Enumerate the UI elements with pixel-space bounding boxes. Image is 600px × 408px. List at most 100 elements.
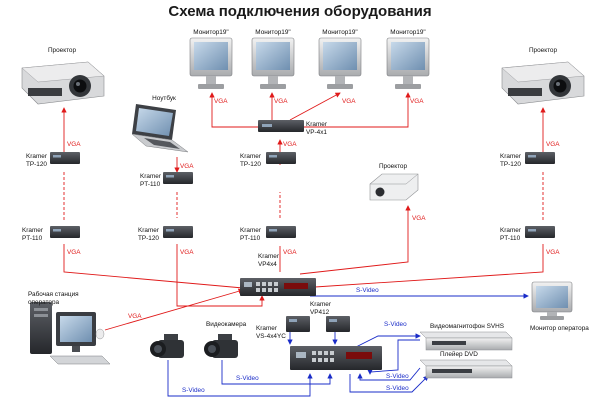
svideo-line bbox=[349, 374, 429, 393]
label-vga: VGA bbox=[214, 98, 228, 105]
label-vga: VGA bbox=[128, 313, 142, 320]
label-kramer: Kramer bbox=[500, 153, 522, 160]
label-notebook: Ноутбук bbox=[152, 94, 176, 102]
label-kramer: Kramer bbox=[310, 301, 332, 308]
label-monitor-2: Монитор19" bbox=[255, 29, 290, 36]
label-vp4x1: VP-4x1 bbox=[306, 129, 327, 136]
label-monitor-1: Монитор19" bbox=[193, 29, 228, 36]
label-svideo: S-Video bbox=[356, 287, 379, 294]
projector-left bbox=[21, 61, 105, 105]
vga-line bbox=[314, 244, 544, 288]
label-kramer: Kramer bbox=[26, 153, 48, 160]
diagram-title: Схема подключения оборудования bbox=[168, 3, 431, 20]
label-tp120: TP-120 bbox=[500, 161, 521, 168]
kramer-vp4x1-panel bbox=[262, 124, 272, 127]
label-workstation-1: Рабочая станция bbox=[28, 290, 79, 298]
label-vga: VGA bbox=[180, 249, 194, 256]
label-kramer: Kramer bbox=[138, 227, 160, 234]
label-kramer: Kramer bbox=[22, 227, 44, 234]
label-vga: VGA bbox=[412, 215, 426, 222]
label-dvd: Плейер DVD bbox=[440, 350, 478, 358]
kramer-vp4x4 bbox=[240, 278, 316, 296]
tp120-left bbox=[50, 152, 80, 164]
pt110-right bbox=[525, 226, 555, 238]
label-vga: VGA bbox=[274, 98, 288, 105]
label-tp120: TP-120 bbox=[240, 161, 261, 168]
label-monitor-4: Монитор19" bbox=[390, 29, 425, 36]
kramer-vs4x4yc bbox=[290, 346, 382, 370]
label-kramer: Kramer bbox=[258, 253, 280, 260]
label-vga: VGA bbox=[67, 141, 81, 148]
vga-line bbox=[63, 244, 244, 289]
label-pt110: PT-110 bbox=[240, 235, 261, 242]
vga-line bbox=[104, 288, 244, 331]
svideo-lines bbox=[167, 293, 529, 397]
label-vga: VGA bbox=[342, 98, 356, 105]
label-svideo: S-Video bbox=[236, 375, 259, 382]
label-vga: VGA bbox=[180, 163, 194, 170]
label-svideo: S-Video bbox=[386, 385, 409, 392]
label-projector-small: Проектор bbox=[379, 163, 408, 170]
svideo-line bbox=[367, 339, 420, 375]
label-vga: VGA bbox=[546, 249, 560, 256]
vga-line bbox=[176, 244, 265, 307]
label-projector-right: Проектор bbox=[529, 47, 558, 54]
label-vs4x4yc: VS-4x4YC bbox=[256, 333, 286, 340]
svideo-line bbox=[357, 367, 421, 381]
kramer-vp4x1 bbox=[258, 120, 304, 132]
label-vp412: VP412 bbox=[310, 309, 330, 316]
label-kramer: Kramer bbox=[240, 153, 262, 160]
label-svideo: S-Video bbox=[182, 387, 205, 394]
label-kramer: Kramer bbox=[256, 325, 278, 332]
label-vga: VGA bbox=[410, 98, 424, 105]
vga-line bbox=[299, 205, 411, 275]
operator-monitor bbox=[531, 281, 573, 320]
vga-line bbox=[209, 92, 264, 128]
projector-small bbox=[369, 173, 419, 201]
pt110-center bbox=[266, 226, 296, 238]
label-vga: VGA bbox=[546, 141, 560, 148]
kramer-vp412-b bbox=[326, 316, 350, 332]
projector-right bbox=[501, 61, 585, 105]
monitor-2 bbox=[251, 37, 295, 89]
label-svideo: S-Video bbox=[384, 321, 407, 328]
label-pt110: PT-110 bbox=[22, 235, 43, 242]
svideo-line bbox=[167, 360, 313, 397]
label-tp120: TP-120 bbox=[138, 235, 159, 242]
label-projector-left: Проектор bbox=[48, 47, 77, 54]
label-pt110: PT-110 bbox=[140, 181, 161, 188]
camcorder-2 bbox=[204, 334, 238, 358]
tp120-notebook bbox=[163, 226, 193, 238]
kramer-vp412-a bbox=[286, 316, 310, 332]
labels: Проектор Проектор Монитор19" Монитор19" … bbox=[22, 29, 589, 394]
label-kramer: Kramer bbox=[240, 227, 262, 234]
pt110-left bbox=[50, 226, 80, 238]
label-kramer: Kramer bbox=[140, 173, 162, 180]
label-kramer: Kramer bbox=[306, 121, 328, 128]
tp120-center bbox=[266, 152, 296, 164]
monitor-4 bbox=[386, 37, 430, 89]
workstation bbox=[30, 302, 111, 365]
dvd-player bbox=[419, 359, 513, 379]
notebook bbox=[131, 104, 189, 153]
label-vga: VGA bbox=[283, 141, 297, 148]
label-monitor-3: Монитор19" bbox=[322, 29, 357, 36]
label-vp4x4: VP4x4 bbox=[258, 261, 277, 268]
label-pt110: PT-110 bbox=[500, 235, 521, 242]
label-vga: VGA bbox=[283, 249, 297, 256]
label-vcr: Видеомагнитофон SVHS bbox=[430, 323, 504, 330]
vga-line bbox=[302, 92, 411, 128]
vga-line bbox=[289, 92, 341, 121]
monitor-1 bbox=[189, 37, 233, 89]
label-svideo: S-Video bbox=[386, 373, 409, 380]
svideo-line bbox=[221, 360, 333, 385]
label-vga: VGA bbox=[67, 249, 81, 256]
label-camcorder: Видеокамера bbox=[206, 321, 247, 328]
vcr bbox=[419, 331, 513, 351]
pt110-notebook bbox=[163, 172, 193, 184]
vga-lines bbox=[61, 92, 546, 331]
label-kramer: Kramer bbox=[500, 227, 522, 234]
camcorder-1 bbox=[150, 334, 184, 358]
